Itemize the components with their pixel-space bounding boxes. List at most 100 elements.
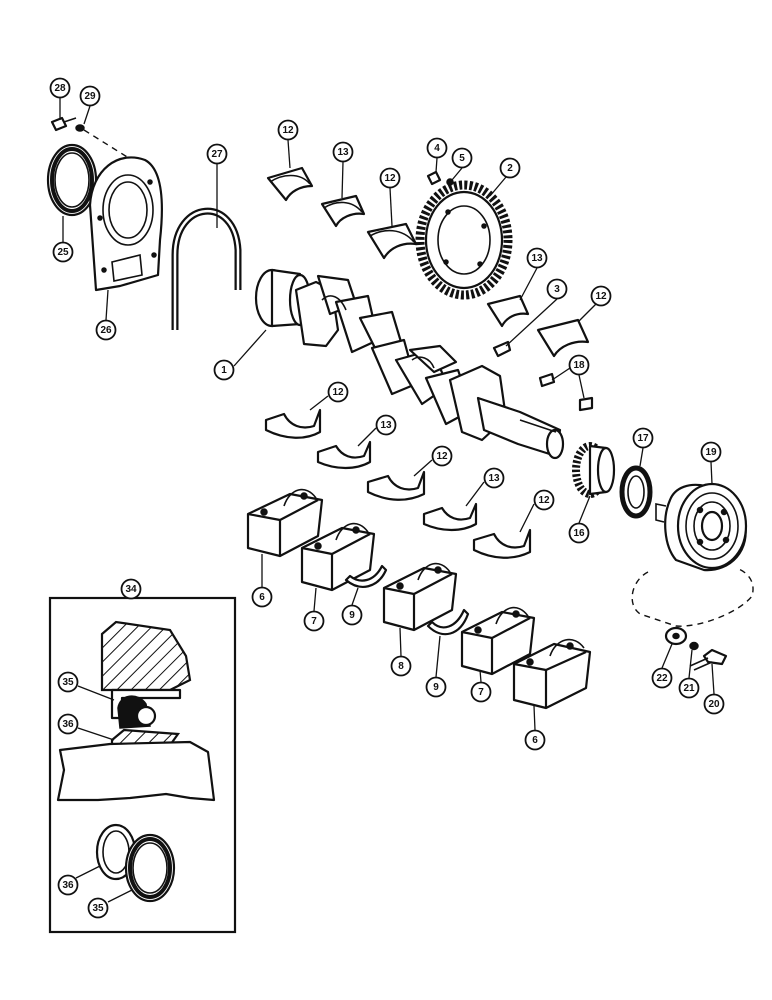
callout-6: 6 [251,586,273,608]
main-bearing-cap-front [246,488,324,558]
callout-circle [700,441,722,463]
callout-circle [375,414,397,436]
callout-circle [703,693,725,715]
timing-gear [572,442,616,498]
rear-seal-gasket [171,207,242,330]
callout-circle [590,285,612,307]
callout-number: 12 [436,451,448,462]
callout-number: 20 [708,699,720,710]
callout-13: 13 [526,247,548,269]
callout-3: 3 [546,278,568,300]
upper-bearing-shell-b [366,222,418,260]
callout-number: 12 [282,125,294,136]
upper-thrust-shell-b [486,294,530,328]
crankshaft-pulley [655,482,748,572]
callout-number: 16 [573,528,585,539]
callout-circle [483,467,505,489]
callout-circle [332,141,354,163]
callout-number: 9 [433,682,439,693]
callout-number: 5 [459,153,465,164]
seal-detail-inset [48,596,237,934]
callout-13: 13 [332,141,354,163]
upper-bearing-shell-c [536,318,590,358]
callout-35: 35 [57,671,79,693]
callout-number: 2 [507,163,513,174]
main-bearing-cap-intermediate-b [460,606,536,676]
callout-20: 20 [703,693,725,715]
callout-12: 12 [590,285,612,307]
callout-36: 36 [57,713,79,735]
callout-12: 12 [379,167,401,189]
callout-number: 34 [125,584,137,595]
callout-number: 36 [62,880,74,891]
callout-circle [568,354,590,376]
callout-12: 12 [277,119,299,141]
callout-19: 19 [700,441,722,463]
callout-number: 1 [221,365,227,376]
lower-thrust-shell-b [422,502,478,532]
callout-circle [499,157,521,179]
callout-circle [425,676,447,698]
lower-bearing-shell-b [366,470,426,501]
lock-washer [75,124,85,132]
callout-number: 12 [595,291,607,302]
main-bearing-cap-center [382,562,458,632]
dowel-pin-b [578,396,594,412]
callout-number: 36 [62,719,74,730]
callout-number: 17 [637,433,649,444]
callout-circle [341,604,363,626]
assembly-line-dashed [83,129,149,171]
callout-number: 26 [100,325,112,336]
callout-number: 12 [538,495,550,506]
callout-13: 13 [483,467,505,489]
upper-thrust-shell-a [320,194,366,228]
callout-12: 12 [431,445,453,467]
callout-circle [524,729,546,751]
dowel-pin-a [538,372,556,388]
callout-12: 12 [327,381,349,403]
detail-oil-seal [124,833,176,903]
rear-oil-seal [46,143,98,217]
lower-thrust-shell-a [316,440,372,470]
callout-29: 29 [79,85,101,107]
callout-7: 7 [303,610,325,632]
callout-circle [206,143,228,165]
callout-22: 22 [651,667,673,689]
callout-2: 2 [499,157,521,179]
callout-circle [678,677,700,699]
callout-number: 13 [380,420,392,431]
retainer-bolt [50,116,77,132]
callout-number: 13 [337,147,349,158]
callout-25: 25 [52,241,74,263]
callout-27: 27 [206,143,228,165]
callout-4: 4 [426,137,448,159]
callout-circle [327,381,349,403]
callout-circle [526,247,548,269]
callout-number: 19 [705,447,717,458]
callout-number: 21 [683,683,695,694]
callout-17: 17 [632,427,654,449]
seal-spring [135,705,157,727]
callout-26: 26 [95,319,117,341]
callout-number: 13 [531,253,543,264]
callout-28: 28 [49,77,71,99]
callout-13: 13 [375,414,397,436]
callout-circle [568,522,590,544]
callout-36: 36 [57,874,79,896]
callout-number: 4 [434,143,440,154]
callout-circle [49,77,71,99]
callout-circle [57,874,79,896]
callout-number: 27 [211,149,223,160]
thrust-washer-upper [344,564,388,588]
callout-7: 7 [470,681,492,703]
callout-number: 7 [478,687,484,698]
crankshaft [254,268,565,460]
callout-circle [57,713,79,735]
callout-number: 29 [84,91,96,102]
callout-number: 6 [259,592,265,603]
main-bearing-cap-rear [512,638,592,710]
lower-bearing-shell-a [264,408,322,439]
upper-bearing-shell-a [266,166,314,202]
